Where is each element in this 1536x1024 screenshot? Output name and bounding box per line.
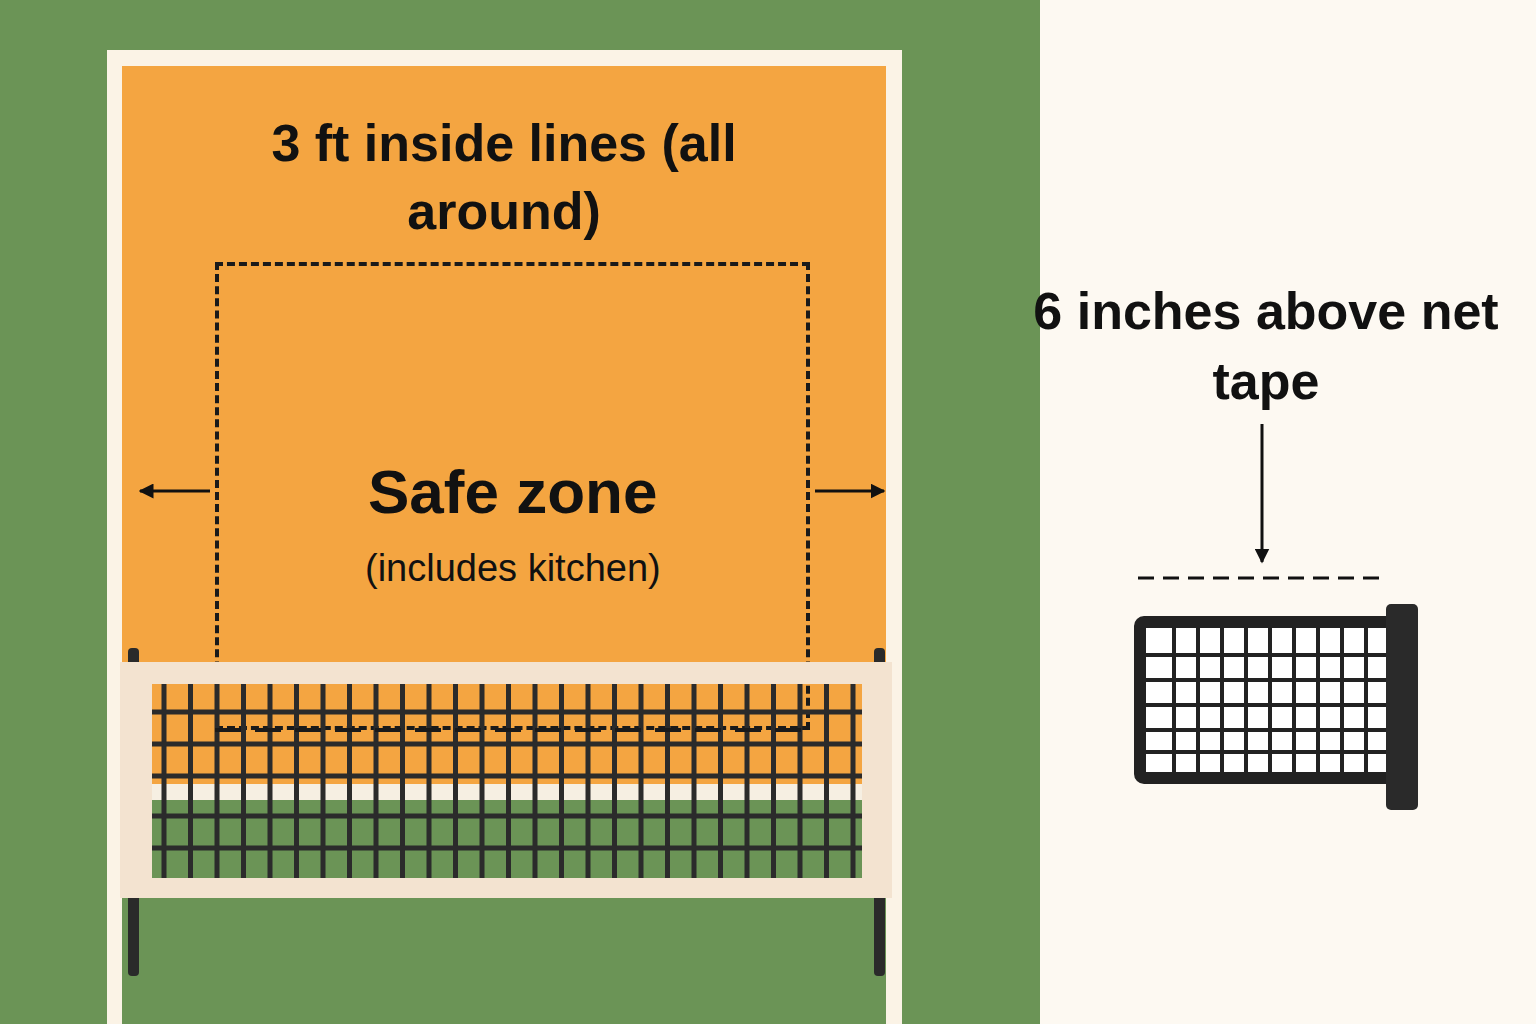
net-strand <box>152 774 862 779</box>
net-mesh <box>152 684 862 878</box>
mini-net-strand <box>1340 628 1344 772</box>
net-strand <box>294 684 299 878</box>
height-note: 6 inches above net tape <box>1026 276 1506 416</box>
net-post <box>128 648 139 976</box>
margin-arrow <box>815 490 884 493</box>
net-strand <box>692 684 697 878</box>
net-strand <box>152 742 862 747</box>
net-strand <box>506 684 511 878</box>
court-border <box>107 50 902 1024</box>
net-strand <box>559 684 564 878</box>
mini-net-strand <box>1268 628 1272 772</box>
net-strand <box>241 684 246 878</box>
net-side-band <box>120 662 152 898</box>
net-tape <box>120 662 892 684</box>
net-strand <box>374 684 379 878</box>
mini-net-strand <box>1146 703 1388 707</box>
mini-net-strand <box>1172 628 1176 772</box>
mini-net-strand <box>1244 628 1248 772</box>
net-strand <box>718 684 723 878</box>
net-strand <box>798 684 803 878</box>
net-strand <box>427 684 432 878</box>
safe-zone: Safe zone (includes kitchen) <box>215 262 810 730</box>
zone-note: (includes kitchen) <box>365 544 661 593</box>
net-strand <box>480 684 485 878</box>
height-line <box>1138 577 1386 580</box>
margin-arrow <box>140 490 210 493</box>
court-surface <box>122 66 886 1024</box>
net-strand <box>268 684 273 878</box>
net-bottom-band <box>120 878 892 898</box>
mini-net-strand <box>1146 750 1388 754</box>
net-strand <box>162 684 167 878</box>
net-strand <box>851 684 856 878</box>
net-strand <box>152 710 862 715</box>
net-strand <box>612 684 617 878</box>
net-strand <box>639 684 644 878</box>
net-strand <box>400 684 405 878</box>
net-post <box>874 648 885 976</box>
net-strand <box>152 814 862 819</box>
net-strand <box>745 684 750 878</box>
mini-net-post <box>1386 604 1418 810</box>
net-strand <box>586 684 591 878</box>
net-strand <box>347 684 352 878</box>
mini-net-strand <box>1196 628 1200 772</box>
net-strand <box>152 846 862 851</box>
mini-net-strand <box>1220 628 1224 772</box>
mini-net-strand <box>1146 678 1388 682</box>
net-strand <box>215 684 220 878</box>
zone-heading: 3 ft inside lines (all around) <box>224 110 784 245</box>
zone-heading: Safe zone <box>368 452 657 533</box>
net-side-band <box>862 662 892 898</box>
mini-net-strand <box>1292 628 1296 772</box>
mini-net <box>1140 622 1394 778</box>
right-panel <box>1040 0 1536 1024</box>
net-strand <box>665 684 670 878</box>
net-strand <box>533 684 538 878</box>
net-strand <box>824 684 829 878</box>
mini-net-strand <box>1146 653 1388 657</box>
court-zone: 3 ft inside lines (all around) Safe zone (… <box>122 66 886 800</box>
mini-net-mesh <box>1146 628 1388 772</box>
safe-zone-edge <box>215 728 810 732</box>
net-strand <box>188 684 193 878</box>
net-strand <box>771 684 776 878</box>
net-strand <box>321 684 326 878</box>
net-strand <box>453 684 458 878</box>
mini-net-strand <box>1364 628 1368 772</box>
mini-net-strand <box>1146 728 1388 732</box>
mini-net-strand <box>1316 628 1320 772</box>
kitchen-line <box>152 784 862 800</box>
pointer-arrow <box>1261 424 1264 562</box>
